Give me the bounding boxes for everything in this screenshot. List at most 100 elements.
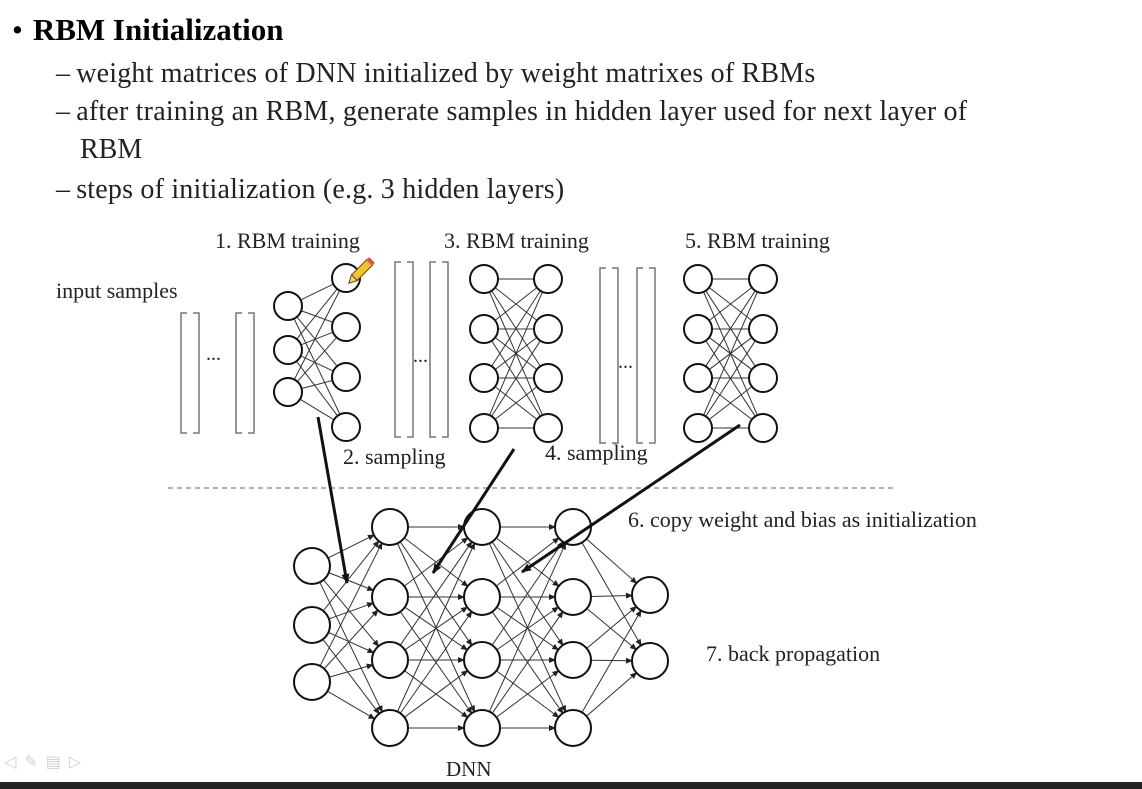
dnn-node-layer-3 — [554, 578, 592, 616]
rbm-1-node-layer-0 — [273, 291, 303, 321]
dnn-connection — [581, 609, 642, 713]
rbm-2-node-layer-1 — [533, 363, 563, 393]
dnn-connection — [319, 542, 383, 667]
point-3: –steps of initialization (e.g. 3 hidden … — [56, 174, 565, 205]
rbm-2-node-layer-0 — [469, 363, 499, 393]
rbm-2 — [469, 264, 563, 443]
rbm-1-connection — [293, 290, 341, 380]
rbm-1-connection — [300, 283, 334, 301]
ellipsis-sampling-1: ... — [413, 345, 428, 367]
rbm-2-node-layer-1 — [533, 264, 563, 294]
dnn-node-layer-3 — [554, 508, 592, 546]
rbm-3-connection — [708, 386, 753, 420]
forward-arrow-icon[interactable]: ▷ — [68, 752, 82, 771]
dnn-node-layer-1 — [371, 508, 409, 546]
dnn-node-layer-2 — [463, 508, 501, 546]
dnn-node-layer-1 — [371, 578, 409, 616]
dnn-connection — [404, 670, 469, 718]
ellipsis-input: ... — [206, 343, 221, 365]
menu-icon[interactable]: ▤ — [45, 752, 61, 771]
rbm-1-connection — [300, 355, 334, 372]
rbm-1-connection — [296, 337, 338, 382]
dnn-connection — [322, 540, 380, 612]
rbm-3-node-layer-0 — [683, 264, 713, 294]
rbm-2-connection — [491, 340, 541, 417]
rbm-2-node-layer-0 — [469, 314, 499, 344]
rbm-1-connection — [296, 316, 338, 367]
copy-arrow-1 — [316, 416, 350, 584]
dnn-node-layer-0 — [293, 663, 331, 701]
dnn-connection — [495, 537, 560, 587]
rbm-3-connections — [703, 278, 758, 429]
dnn-node-layer-2 — [463, 709, 501, 747]
pen-icon[interactable]: ✎ — [24, 752, 38, 771]
copy-arrows — [316, 416, 741, 584]
rbm-3-connection — [708, 287, 753, 321]
back-arrow-icon[interactable]: ◁ — [4, 752, 17, 771]
dnn-connection — [399, 540, 473, 646]
rbm-1-connection — [300, 310, 334, 323]
dnn-connection — [586, 605, 638, 649]
dnn-connection — [328, 602, 374, 620]
rbm-3-node-layer-1 — [748, 264, 778, 294]
dnn-connection — [328, 631, 375, 654]
rbm-3-node-layer-0 — [683, 314, 713, 344]
step-4-label: 4. sampling — [545, 440, 648, 465]
rbm-2-node-layer-0 — [469, 264, 499, 294]
dnn-node-layer-4 — [631, 642, 669, 680]
dnn-node-layer-0 — [293, 547, 331, 585]
rbm-2-node-layer-0 — [469, 413, 499, 443]
ellipsis-sampling-2: ... — [618, 351, 633, 373]
point-2: –after training an RBM, generate samples… — [56, 96, 968, 127]
rbm-2-connection — [494, 386, 538, 420]
step-7-label: 7. back propagation — [706, 641, 880, 666]
dnn-connection — [397, 542, 475, 712]
title-text: RBM Initialization — [32, 12, 284, 47]
dnn-node-layer-3 — [554, 709, 592, 747]
dnn-connection — [323, 579, 380, 647]
rbm-3-node-layer-1 — [748, 314, 778, 344]
dnn-connection — [586, 608, 637, 651]
dnn-connection — [328, 572, 375, 591]
dnn-connection — [491, 610, 564, 714]
rbm-1-connection — [301, 380, 333, 389]
dnn-connection — [323, 609, 379, 670]
dnn-connection — [586, 672, 638, 717]
rbm-3-node-layer-1 — [748, 413, 778, 443]
copy-arrow-2 — [431, 448, 516, 574]
dnn-node-layer-1 — [371, 709, 409, 747]
slide-toolbar: ◁ ✎ ▤ ▷ — [4, 752, 81, 771]
dnn-connection — [327, 534, 375, 559]
dnn-connection — [590, 592, 634, 599]
rbm-2-node-layer-1 — [533, 413, 563, 443]
rbm-2-connection — [494, 287, 538, 321]
rbm-1-connection — [293, 318, 341, 415]
dnn-connection — [327, 690, 376, 720]
point-2-continued: RBM — [80, 134, 143, 165]
rbm-2-node-layer-1 — [533, 314, 563, 344]
rbm-3-node-layer-1 — [748, 363, 778, 393]
rbm-3-node-layer-0 — [683, 363, 713, 393]
dnn-connection — [329, 663, 374, 678]
rbm-1-node-layer-0 — [273, 335, 303, 365]
rbm-2-connections — [489, 278, 543, 429]
rbm-1-connection — [300, 331, 334, 346]
dnn-connections — [319, 524, 642, 731]
bottom-bar — [0, 782, 1142, 789]
rbm-1-node-layer-1 — [331, 312, 361, 342]
dnn-node-layer-4 — [631, 576, 669, 614]
rbm-2-connection — [489, 291, 543, 416]
rbm-1-connection — [296, 288, 338, 340]
step-6-label: 6. copy weight and bias as initializatio… — [628, 507, 977, 532]
step-2-label: 2. sampling — [343, 444, 446, 469]
rbm-1-connection — [296, 360, 338, 417]
rbm-1-connection — [299, 398, 335, 421]
dnn-node-layer-2 — [463, 578, 501, 616]
dnn-connection — [322, 639, 380, 715]
rbm-2-connection — [491, 290, 541, 367]
dnn-connection — [491, 541, 564, 646]
hidden-2-sample-vectors — [599, 267, 656, 444]
dnn-node-layer-0 — [293, 606, 331, 644]
dnn-network — [293, 508, 669, 747]
